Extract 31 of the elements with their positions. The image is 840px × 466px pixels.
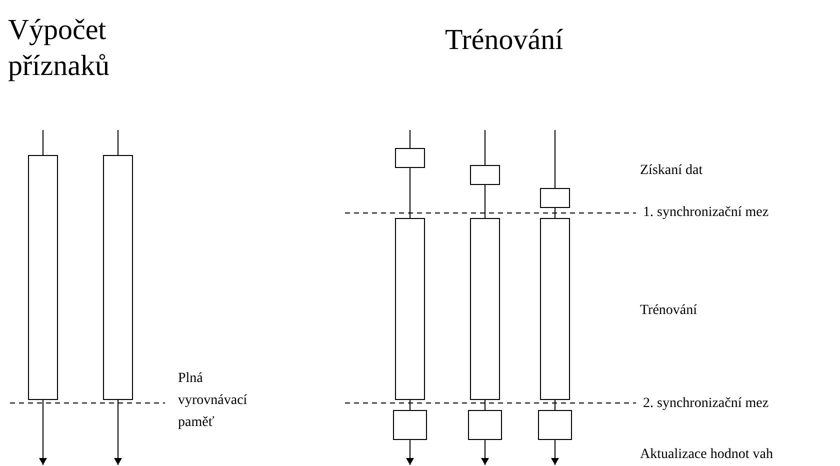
training-bar xyxy=(395,218,425,400)
phase-label: Získaní dat xyxy=(640,162,703,180)
threshold-label: 2. synchronizační mez xyxy=(643,395,769,413)
phase-label: Trénování xyxy=(640,302,698,320)
connector-line xyxy=(554,400,556,410)
section-title: Trénování xyxy=(445,23,564,58)
connector-line xyxy=(484,130,486,166)
process-bar xyxy=(28,155,58,400)
section-title: Výpočet příznaků xyxy=(8,13,110,84)
update-box xyxy=(393,410,427,440)
arrow xyxy=(114,400,122,466)
data-box xyxy=(470,165,500,185)
arrow xyxy=(481,440,489,466)
process-bar xyxy=(103,155,133,400)
connector-line xyxy=(484,184,486,218)
update-box xyxy=(468,410,502,440)
connector-line xyxy=(554,130,556,188)
connector-line xyxy=(484,400,486,410)
connector-line xyxy=(42,130,44,156)
note-text: Plná vyrovnávací paměť xyxy=(178,370,248,432)
arrow xyxy=(406,440,414,466)
training-bar xyxy=(540,218,570,400)
data-box xyxy=(540,188,570,208)
arrow xyxy=(39,400,47,466)
connector-line xyxy=(554,208,556,218)
threshold-label: 1. synchronizační mez xyxy=(643,204,769,222)
data-box xyxy=(395,148,425,168)
phase-label: Aktualizace hodnot vah xyxy=(640,446,773,464)
arrow xyxy=(551,440,559,466)
training-bar xyxy=(470,218,500,400)
update-box xyxy=(538,410,572,440)
